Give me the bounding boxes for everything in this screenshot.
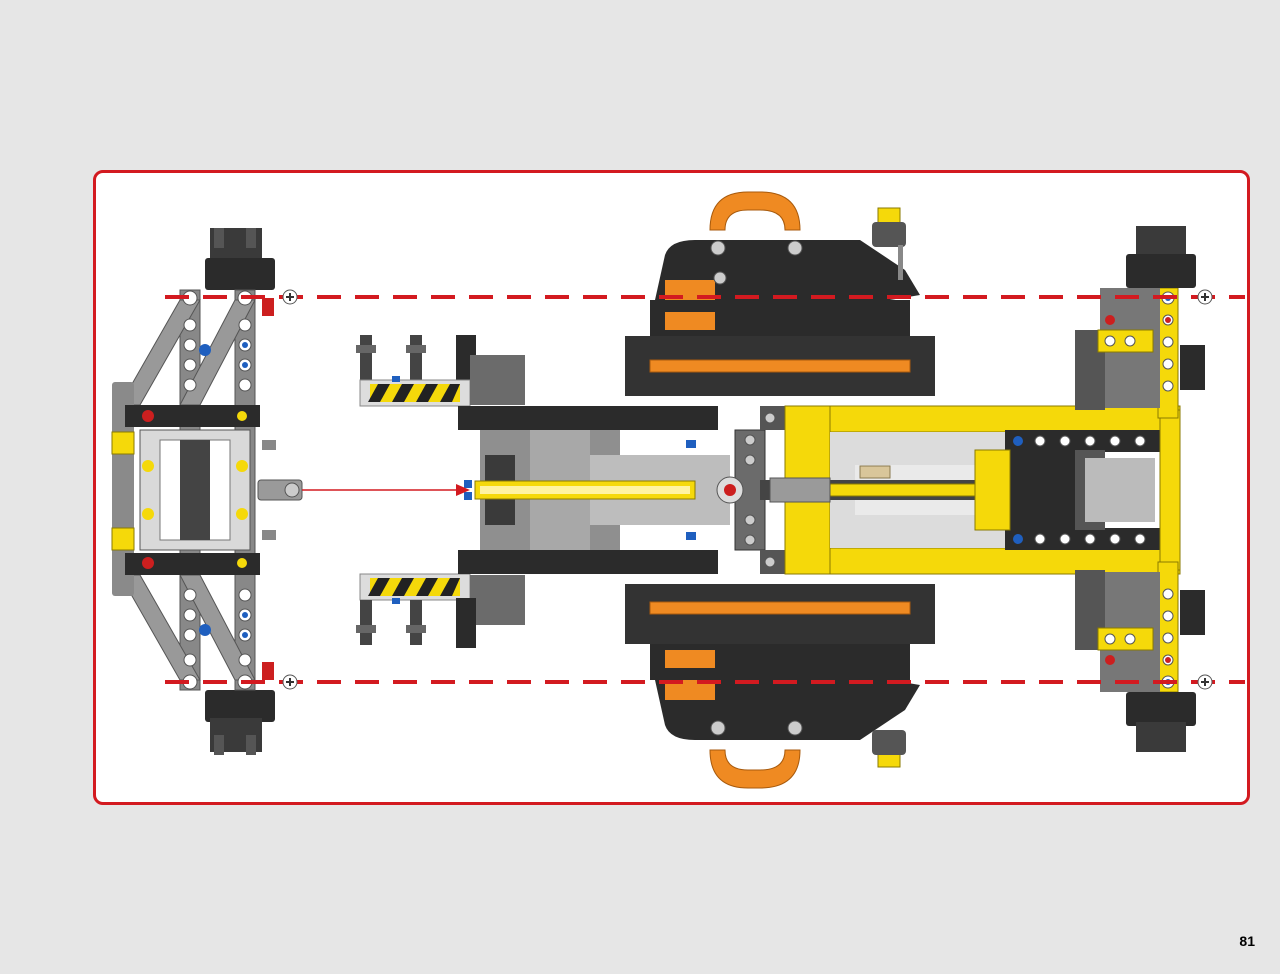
left-axle-assembly	[111, 228, 303, 755]
insertion-arrow	[302, 484, 470, 496]
right-yellow-frame-assembly	[760, 226, 1205, 752]
hazard-arm-assembly	[356, 335, 525, 648]
alignment-guide-lines	[165, 289, 1245, 690]
page-number: 81	[1239, 933, 1255, 949]
center-body-assembly	[458, 191, 935, 789]
instruction-step-panel	[93, 170, 1250, 805]
model-illustration	[111, 191, 1245, 789]
